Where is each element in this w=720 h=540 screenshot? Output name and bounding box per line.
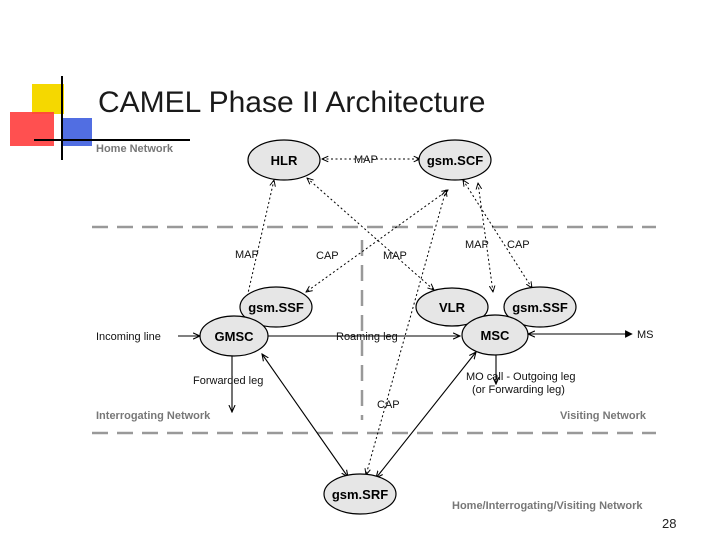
svg-text:gsm.SRF: gsm.SRF bbox=[332, 487, 388, 502]
svg-text:VLR: VLR bbox=[439, 300, 466, 315]
node-gsmscf: gsm.SCF bbox=[418, 139, 492, 181]
link-msc-gsmsrf bbox=[376, 352, 476, 478]
svg-text:gsm.SSF: gsm.SSF bbox=[248, 300, 304, 315]
region-interrogating-network: Interrogating Network bbox=[96, 410, 211, 422]
label-map-right: MAP bbox=[465, 239, 489, 251]
label-map-top: MAP bbox=[354, 154, 378, 166]
link-hlr-gsmssf-left bbox=[243, 180, 274, 315]
node-hlr: HLR bbox=[247, 139, 321, 181]
link-gmsc-gsmsrf bbox=[262, 354, 348, 477]
region-home-network: Home Network bbox=[96, 143, 174, 155]
label-forwarded-leg: Forwarded leg bbox=[193, 375, 263, 387]
logo-yellow-square bbox=[32, 84, 64, 114]
node-gsmssf-left: gsm.SSF bbox=[239, 286, 313, 328]
label-cap-right: CAP bbox=[507, 239, 530, 251]
label-mo-call-line1: MO call - Outgoing leg bbox=[466, 371, 575, 383]
label-map-left: MAP bbox=[235, 249, 259, 261]
node-msc: MSC bbox=[461, 314, 529, 356]
svg-text:HLR: HLR bbox=[271, 153, 298, 168]
node-gsmssf-right: gsm.SSF bbox=[503, 286, 577, 328]
link-gsmscf-vlr bbox=[478, 183, 493, 292]
label-roaming-leg: Roaming leg bbox=[336, 331, 398, 343]
svg-text:GMSC: GMSC bbox=[215, 329, 255, 344]
node-vlr: VLR bbox=[415, 287, 489, 327]
link-hlr-vlr bbox=[307, 178, 434, 290]
node-gmsc: GMSC bbox=[199, 315, 269, 357]
label-cap-center: CAP bbox=[316, 250, 339, 262]
link-gsmscf-gsmssf-right bbox=[463, 180, 532, 288]
svg-text:MSC: MSC bbox=[481, 328, 511, 343]
svg-text:gsm.SSF: gsm.SSF bbox=[512, 300, 568, 315]
node-gsmsrf: gsm.SRF bbox=[323, 473, 397, 515]
label-cap-bottom: CAP bbox=[377, 399, 400, 411]
region-bottom-network: Home/Interrogating/Visiting Network bbox=[452, 500, 643, 512]
label-mo-call-line2: (or Forwarding leg) bbox=[472, 384, 565, 396]
link-gsmscf-gsmssf-left bbox=[306, 190, 448, 292]
label-ms: MS bbox=[637, 329, 654, 341]
region-visiting-network: Visiting Network bbox=[560, 410, 647, 422]
page-number: 28 bbox=[662, 516, 677, 531]
logo-blue-square bbox=[62, 118, 92, 146]
slide-title: CAMEL Phase II Architecture bbox=[98, 86, 486, 119]
svg-text:gsm.SCF: gsm.SCF bbox=[427, 153, 483, 168]
label-incoming-line: Incoming line bbox=[96, 331, 161, 343]
label-map-center: MAP bbox=[383, 250, 407, 262]
